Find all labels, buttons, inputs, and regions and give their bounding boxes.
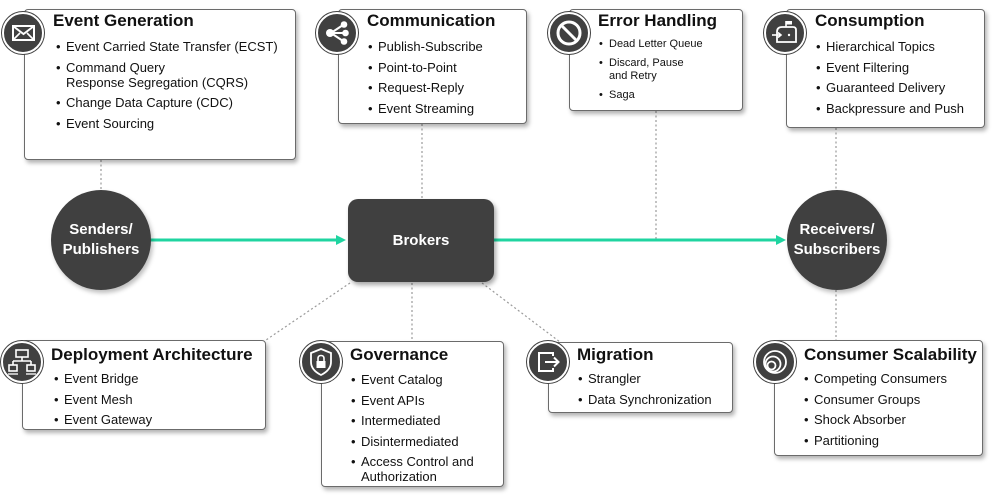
receivers-subscribers-label: Receivers/ Subscribers (793, 221, 881, 258)
connector-migration (481, 282, 561, 343)
mailbox-icon (764, 12, 806, 54)
envelope-icon (2, 12, 44, 54)
list-item: Disintermediated (349, 434, 474, 449)
list-item: Request-Reply (366, 80, 483, 95)
concentric-circles-icon (754, 341, 796, 383)
list-item: Event Sourcing (54, 116, 278, 131)
list-item: Shock Absorber (802, 412, 947, 427)
brokers-label: Brokers (392, 231, 450, 249)
card-consumption: Hierarchical Topics Event Filtering Guar… (786, 9, 985, 128)
consumer-scalability-title: Consumer Scalability (804, 345, 977, 364)
list-item: Access Control and Authorization (349, 454, 474, 484)
list-item: Discard, Pause and Retry (597, 57, 703, 83)
deployment-architecture-title: Deployment Architecture (51, 345, 253, 364)
no-entry-icon (548, 12, 590, 54)
governance-title: Governance (350, 345, 449, 364)
list-item: Event Filtering (814, 60, 964, 75)
event-generation-title: Event Generation (53, 11, 194, 30)
communication-list: Publish-Subscribe Point-to-Point Request… (366, 39, 483, 121)
migration-list: Strangler Data Synchronization (576, 371, 712, 412)
communication-title: Communication (367, 11, 496, 30)
card-event-generation: Event Carried State Transfer (ECST) Comm… (24, 9, 296, 160)
list-item: Competing Consumers (802, 371, 947, 386)
list-item: Event Gateway (52, 412, 152, 427)
list-item: Event Streaming (366, 101, 483, 116)
exit-arrow-icon (527, 341, 569, 383)
consumption-list: Hierarchical Topics Event Filtering Guar… (814, 39, 964, 121)
list-item: Dead Letter Queue (597, 38, 703, 51)
list-item: Event Carried State Transfer (ECST) (54, 39, 278, 54)
consumption-title: Consumption (815, 11, 925, 30)
consumer-scalability-list: Competing Consumers Consumer Groups Shoc… (802, 371, 947, 453)
list-item: Guaranteed Delivery (814, 80, 964, 95)
deployment-architecture-list: Event Bridge Event Mesh Event Gateway (52, 371, 152, 433)
network-icon (1, 341, 43, 383)
list-item: Event APIs (349, 393, 474, 408)
list-item: Command Query Response Segregation (CQRS… (54, 60, 278, 90)
governance-list: Event Catalog Event APIs Intermediated D… (349, 372, 474, 490)
list-item: Data Synchronization (576, 392, 712, 407)
list-item: Publish-Subscribe (366, 39, 483, 54)
receivers-subscribers-node: Receivers/ Subscribers (787, 190, 887, 290)
list-item: Event Mesh (52, 392, 152, 407)
shield-lock-icon (300, 341, 342, 383)
list-item: Point-to-Point (366, 60, 483, 75)
error-handling-title: Error Handling (598, 11, 718, 30)
list-item: Change Data Capture (CDC) (54, 95, 278, 110)
brokers-node: Brokers (348, 199, 494, 282)
event-generation-list: Event Carried State Transfer (ECST) Comm… (54, 39, 278, 136)
card-deployment-architecture: Event Bridge Event Mesh Event Gateway (22, 340, 266, 430)
error-handling-list: Dead Letter Queue Discard, Pause and Ret… (597, 38, 703, 108)
list-item: Saga (597, 89, 703, 102)
list-item: Intermediated (349, 413, 474, 428)
list-item: Backpressure and Push (814, 101, 964, 116)
migration-title: Migration (577, 345, 654, 364)
list-item: Hierarchical Topics (814, 39, 964, 54)
senders-publishers-label: Senders/ Publishers (62, 221, 140, 258)
card-communication: Publish-Subscribe Point-to-Point Request… (338, 9, 527, 124)
senders-publishers-node: Senders/ Publishers (51, 190, 151, 290)
card-governance: Event Catalog Event APIs Intermediated D… (321, 341, 504, 487)
list-item: Strangler (576, 371, 712, 386)
list-item: Event Catalog (349, 372, 474, 387)
list-item: Partitioning (802, 433, 947, 448)
card-consumer-scalability: Competing Consumers Consumer Groups Shoc… (774, 340, 983, 456)
card-error-handling: Dead Letter Queue Discard, Pause and Ret… (569, 9, 743, 111)
list-item: Consumer Groups (802, 392, 947, 407)
list-item: Event Bridge (52, 371, 152, 386)
card-migration: Strangler Data Synchronization (548, 342, 733, 413)
share-icon (316, 12, 358, 54)
connector-deployment (265, 282, 351, 341)
